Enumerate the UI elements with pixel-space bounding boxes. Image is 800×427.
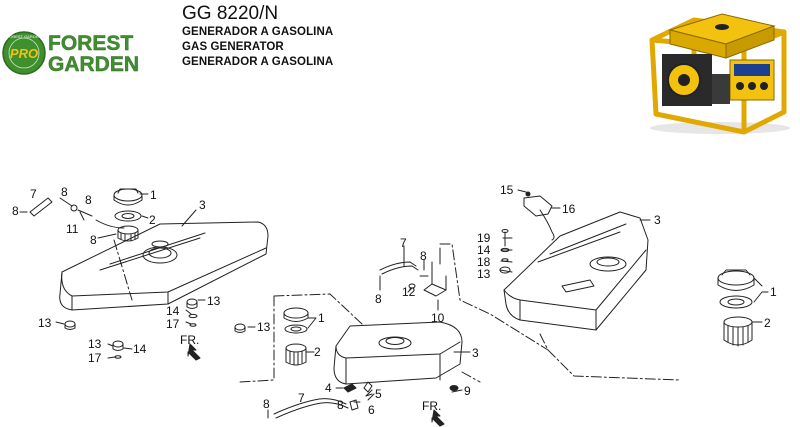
callout-13: 13 (257, 320, 271, 334)
callout-17: 17 (166, 317, 180, 331)
logo-word-garden: GARDEN (48, 53, 139, 76)
callout-11: 11 (66, 222, 79, 236)
fuel-hose-middle (267, 398, 359, 419)
callout-19: 19 (477, 231, 491, 245)
callout-8: 8 (12, 204, 19, 218)
callout-16: 16 (562, 202, 576, 216)
callout-8: 8 (90, 233, 97, 247)
callout-1: 1 (150, 188, 157, 202)
callout-2: 2 (314, 345, 321, 359)
generator-photo (649, 13, 790, 135)
callout-14: 14 (166, 304, 180, 318)
strainer-left (117, 225, 139, 242)
subtitle-line-2: GAS GENERATOR (182, 41, 284, 53)
logo-badge-text: PRO (10, 46, 38, 61)
gasket-left (114, 210, 142, 222)
callout-14: 14 (133, 342, 147, 356)
bolt-group-right (499, 229, 511, 274)
callout-9: 9 (464, 384, 471, 398)
logo-word-forest: FOREST (48, 32, 133, 55)
front-arrow-right (431, 409, 445, 427)
fuel-cap-right (717, 269, 755, 291)
bolt-group-left (64, 298, 246, 359)
subtitle-line-1: GENERADOR A GASOLINA (182, 26, 334, 38)
callout-1: 1 (770, 285, 777, 299)
fr-label-left: FR. (180, 333, 199, 347)
callout-8: 8 (420, 249, 427, 263)
model-number: GG 8220/N (182, 3, 279, 24)
callout-8: 8 (337, 398, 344, 412)
subtitle-line-3: GENERADOR A GASOLINA (182, 56, 334, 68)
fr-label-right: FR. (422, 399, 441, 413)
leader-lines (55, 189, 769, 403)
callout-7: 7 (400, 236, 407, 250)
callout-8: 8 (61, 185, 68, 199)
callout-1: 1 (318, 311, 325, 325)
fuel-tank-left (59, 221, 269, 311)
callout-3: 3 (654, 213, 661, 227)
callout-2: 2 (764, 316, 771, 330)
callout-3: 3 (472, 346, 479, 360)
callout-2: 2 (149, 213, 156, 227)
callout-13: 13 (38, 316, 52, 330)
callout-15: 15 (500, 183, 514, 197)
callout-8: 8 (85, 193, 92, 207)
callout-13: 13 (88, 337, 102, 351)
bolt-group-middle (343, 381, 459, 401)
fuel-tank-middle (333, 321, 463, 385)
callout-18: 18 (477, 255, 491, 269)
fuel-hose-left (19, 197, 125, 229)
callout-4: 4 (325, 381, 332, 395)
callout-12: 12 (402, 285, 416, 299)
bracket-assembly (523, 191, 555, 241)
callout-5: 5 (375, 387, 382, 401)
callout-10: 10 (431, 311, 445, 325)
callout-14: 14 (477, 243, 491, 257)
callout-7: 7 (298, 391, 305, 405)
fuel-cap-left (113, 188, 143, 206)
callout-8: 8 (375, 292, 382, 306)
fuel-cap-middle (283, 307, 309, 322)
logo-ring-text: FOREST GARDEN (7, 34, 41, 39)
callout-13: 13 (207, 294, 221, 308)
callout-13: 13 (477, 267, 491, 281)
assembly-lines (113, 239, 681, 383)
callout-7: 7 (30, 187, 37, 201)
callout-3: 3 (199, 198, 206, 212)
callout-17: 17 (88, 351, 102, 365)
gasket-middle (284, 324, 308, 334)
forest-garden-logo: PRO FOREST GARDEN FOREST GARDEN (2, 31, 139, 76)
callout-6: 6 (368, 403, 375, 417)
callout-8: 8 (263, 397, 270, 411)
gasket-right (719, 295, 753, 309)
strainer-right (723, 316, 753, 347)
fuel-tank-right (503, 211, 649, 331)
strainer-middle (285, 343, 307, 366)
front-arrow-left (187, 343, 201, 361)
